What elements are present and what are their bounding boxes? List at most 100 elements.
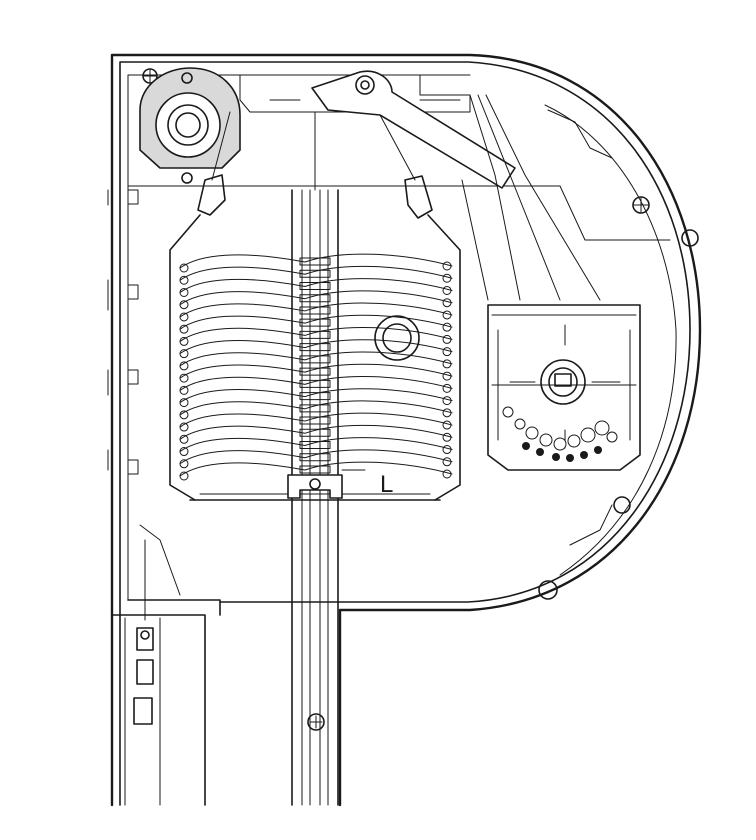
clamp-center (309, 478, 321, 490)
slat-curl-right (442, 347, 452, 357)
package-right-wall (427, 214, 461, 501)
lower-frame-ledge (127, 599, 221, 616)
slat (179, 265, 453, 281)
guide-rail (287, 111, 366, 806)
slat-curl-right (442, 420, 452, 430)
dimension-label-L: L (380, 471, 393, 498)
slat-curl-left (179, 312, 189, 322)
slat (179, 302, 453, 318)
slat-curl-left (179, 459, 189, 469)
cover-clip-bottom (569, 504, 613, 546)
lever-pivot-inner (360, 80, 370, 90)
slat (179, 375, 453, 391)
slat-curl-right (442, 396, 452, 406)
bearing-ball (606, 431, 618, 443)
bearing-ball (539, 433, 553, 447)
slat-curl-left (179, 447, 189, 457)
slat-curl-left (179, 287, 189, 297)
slat-curl-right (442, 359, 452, 369)
gear-shaft-inner (548, 367, 578, 397)
slat-rail-clip (299, 404, 331, 413)
slat-rail-clip (299, 257, 331, 266)
slat-rail-clip (299, 281, 331, 290)
slat-curl-left (179, 422, 189, 432)
slat-rail-clip (299, 428, 331, 437)
slat (179, 449, 453, 465)
slat-rail-clip (299, 465, 331, 474)
package-boss-outer (374, 315, 420, 361)
slat-curl-right (442, 298, 452, 308)
top-separator (127, 185, 671, 241)
left-clip-4 (127, 459, 139, 475)
slat-rail-clip (299, 379, 331, 388)
package-left-wall (169, 214, 201, 501)
slat (179, 461, 453, 477)
bearing-ball (525, 426, 539, 440)
slat-curl-left (179, 275, 189, 285)
slat-curl-right (442, 457, 452, 467)
slat-curl-left (179, 471, 189, 481)
slat-curl-right (442, 432, 452, 442)
bearing-ball (552, 453, 560, 461)
cord-bundle-3 (485, 94, 601, 301)
bearing-ball (580, 427, 596, 443)
cover-screw-cross-2 (633, 197, 649, 213)
slat-curl-right (442, 408, 452, 418)
slat (179, 424, 453, 440)
gear-ball-bearings (502, 406, 618, 462)
slat-curl-right (442, 310, 452, 320)
lower-frame-inner (124, 617, 161, 806)
bearing-ball (566, 454, 574, 462)
slat-rail-clip (299, 343, 331, 352)
slat-curl-left (179, 324, 189, 334)
bearing-ball (594, 420, 610, 436)
slat (179, 290, 453, 306)
cover-bump-2 (538, 580, 558, 600)
hook-left (197, 174, 226, 216)
slat-curl-left (179, 300, 189, 310)
slat (179, 412, 453, 428)
bearing-ball (536, 448, 544, 456)
hook-right (404, 175, 433, 219)
slat-rail-clip (299, 318, 331, 327)
gear-unit (487, 304, 641, 471)
housing (107, 53, 702, 807)
rail-screw (307, 713, 325, 731)
lower-frame-bevel (139, 524, 181, 596)
left-clip-2 (127, 284, 139, 300)
slat-rail-clip (299, 330, 331, 339)
slat-rail-clip (299, 294, 331, 303)
axle-assembly (139, 67, 471, 184)
slat-curl-left (179, 336, 189, 346)
left-clip-3 (127, 369, 139, 385)
slat-curl-left (179, 373, 189, 383)
slat-rail-clip (299, 441, 331, 450)
lever-pivot (355, 75, 375, 95)
lock-slot-middle (136, 659, 154, 685)
cord-bundle-1 (469, 94, 521, 301)
axle-mid-ring (167, 104, 209, 146)
slat-curl-right (442, 261, 452, 271)
slat-package (169, 214, 461, 501)
cover-bump-1 (681, 229, 699, 247)
suspension (197, 94, 601, 301)
bearing-ball (514, 418, 526, 430)
slat-rail-clip (299, 367, 331, 376)
housing-inner-contour (119, 61, 691, 806)
gear-shaft-key (554, 373, 572, 387)
bottom-bar-clamp (287, 474, 343, 499)
slat (179, 339, 453, 355)
axle-pin-bottom (181, 172, 193, 184)
cover-inner-arc (544, 104, 677, 576)
slat-curl-right (442, 322, 452, 332)
package-boss-inner (382, 323, 412, 353)
cord-right (379, 114, 416, 181)
slat (179, 363, 453, 379)
slat-curl-left (179, 398, 189, 408)
slat-curl-right (442, 334, 452, 344)
tilt-lever (311, 70, 516, 189)
slat-rail-clip (299, 416, 331, 425)
bearing-ball (580, 451, 588, 459)
slat-curl-right (442, 273, 452, 283)
